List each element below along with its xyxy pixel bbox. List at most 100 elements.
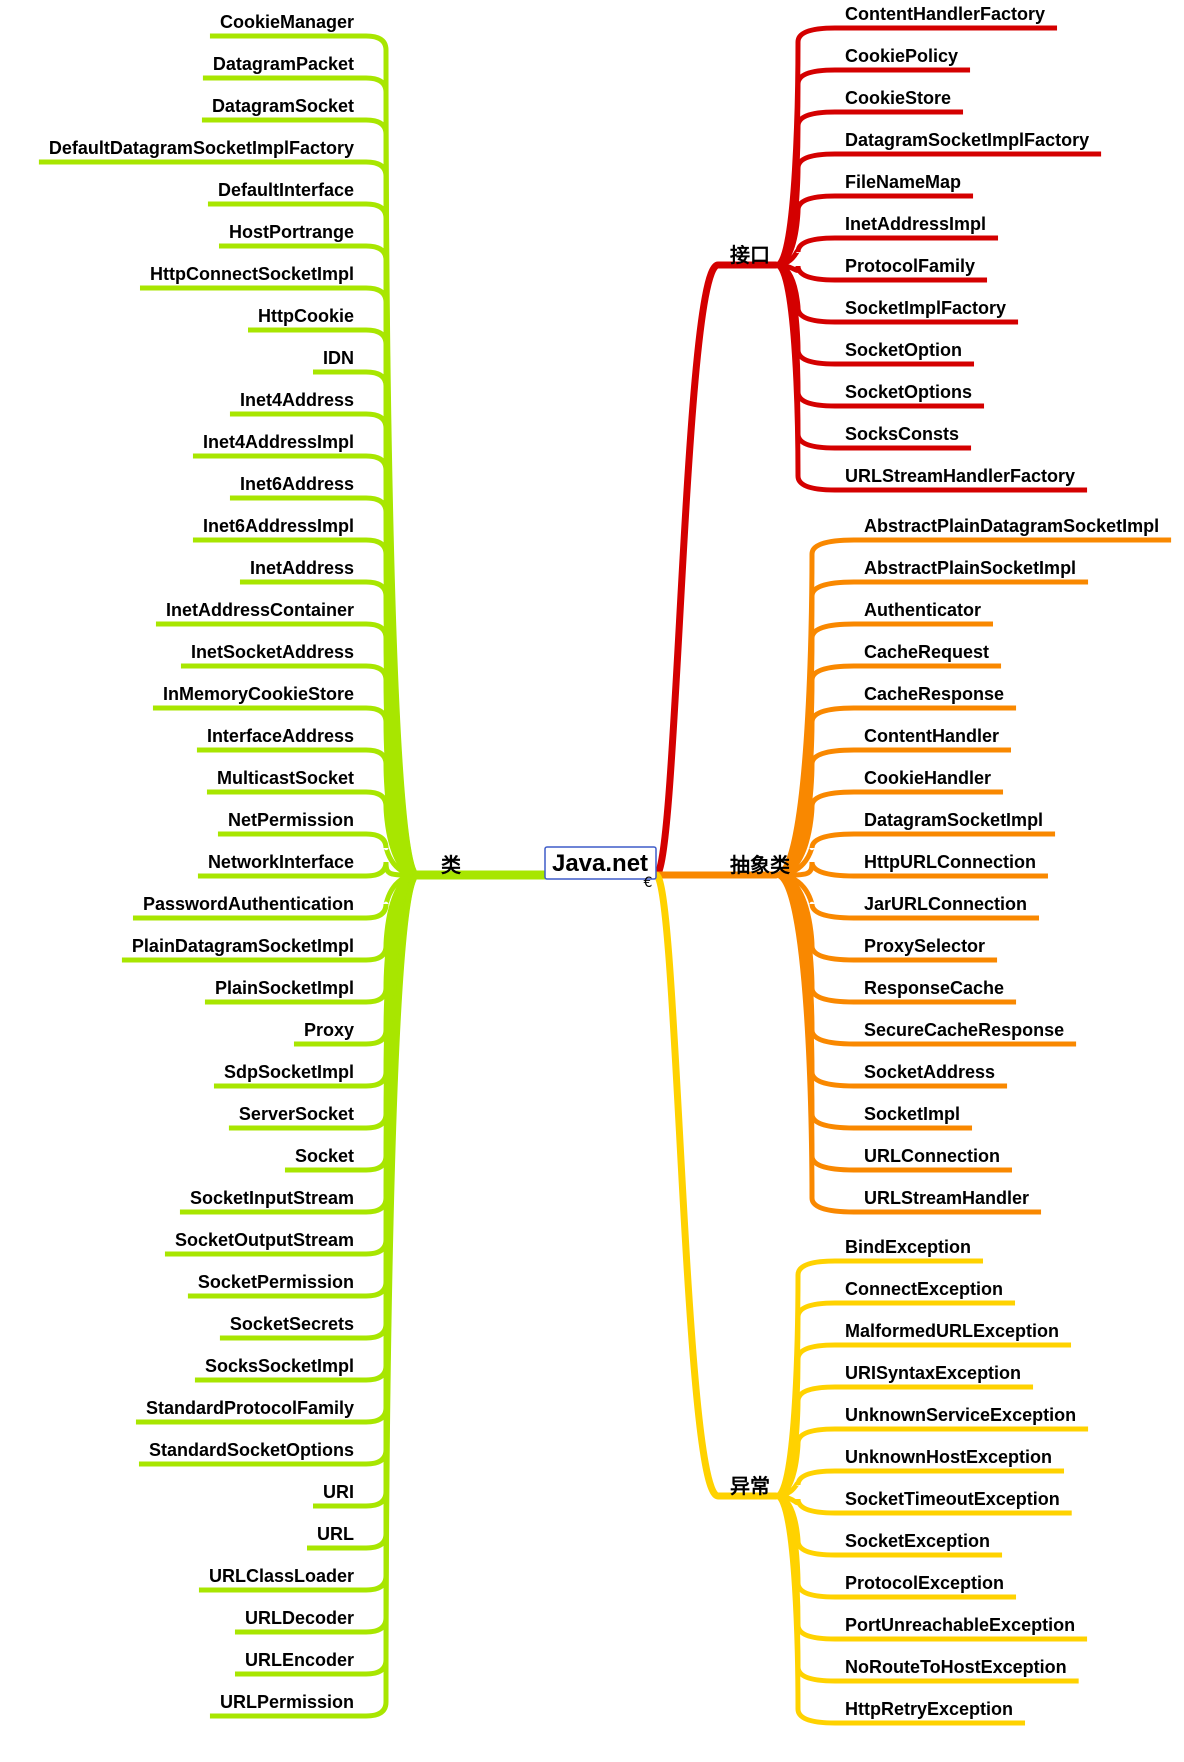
node-classes-item[interactable]: HostPortrange — [229, 222, 354, 242]
node-interfaces-item[interactable]: SocketImplFactory — [845, 298, 1006, 318]
node-abstract-classes-item[interactable]: JarURLConnection — [864, 894, 1027, 914]
node-interfaces-item[interactable]: InetAddressImpl — [845, 214, 986, 234]
node-abstract-classes-item[interactable]: SocketImpl — [864, 1104, 960, 1124]
edge-classes — [363, 872, 421, 921]
node-exceptions-item[interactable]: URISyntaxException — [845, 1363, 1021, 1383]
node-classes-item[interactable]: URLEncoder — [245, 1650, 354, 1670]
node-abstract-classes-item[interactable]: AbstractPlainSocketImpl — [864, 558, 1076, 578]
edge-classes — [363, 872, 421, 1719]
mindmap-labels: 接口ContentHandlerFactoryCookiePolicyCooki… — [49, 4, 1159, 1719]
node-classes-item[interactable]: DatagramPacket — [213, 54, 354, 74]
edge-abstract-classes — [773, 872, 857, 921]
edge-interfaces — [773, 151, 838, 268]
edge-interfaces — [773, 262, 838, 451]
node-abstract-classes-item[interactable]: HttpURLConnection — [864, 852, 1036, 872]
node-classes-item[interactable]: SdpSocketImpl — [224, 1062, 354, 1082]
edge-interfaces — [773, 25, 838, 268]
node-classes-item[interactable]: InetAddressContainer — [166, 600, 354, 620]
edge-interfaces — [773, 262, 838, 493]
node-classes-item[interactable]: Proxy — [304, 1020, 354, 1040]
node-exceptions-item[interactable]: BindException — [845, 1237, 971, 1257]
node-abstract-classes-item[interactable]: URLConnection — [864, 1146, 1000, 1166]
node-classes-item[interactable]: PlainSocketImpl — [215, 978, 354, 998]
node-abstract-classes-item[interactable]: ContentHandler — [864, 726, 999, 746]
branch-label-abstract-classes[interactable]: 抽象类 — [730, 853, 790, 877]
node-classes-item[interactable]: SocketOutputStream — [175, 1230, 354, 1250]
root-node[interactable]: Java.net € — [544, 846, 657, 891]
node-interfaces-item[interactable]: SocketOption — [845, 340, 962, 360]
node-classes-item[interactable]: Inet6Address — [240, 474, 354, 494]
node-abstract-classes-item[interactable]: SocketAddress — [864, 1062, 995, 1082]
node-interfaces-item[interactable]: CookiePolicy — [845, 46, 958, 66]
node-exceptions-item[interactable]: SocketException — [845, 1531, 990, 1551]
node-classes-item[interactable]: Inet4Address — [240, 390, 354, 410]
node-classes-item[interactable]: InetAddress — [250, 558, 354, 578]
node-exceptions-item[interactable]: SocketTimeoutException — [845, 1489, 1060, 1509]
node-interfaces-item[interactable]: CookieStore — [845, 88, 951, 108]
node-classes-item[interactable]: URLClassLoader — [209, 1566, 354, 1586]
node-classes-item[interactable]: Inet6AddressImpl — [203, 516, 354, 536]
edge-abstract-classes — [773, 747, 857, 878]
root-node-marker: € — [644, 875, 653, 891]
node-classes-item[interactable]: DatagramSocket — [212, 96, 354, 116]
node-classes-item[interactable]: PlainDatagramSocketImpl — [132, 936, 354, 956]
node-classes-item[interactable]: SocketSecrets — [230, 1314, 354, 1334]
node-classes-item[interactable]: NetworkInterface — [208, 852, 354, 872]
node-interfaces-item[interactable]: URLStreamHandlerFactory — [845, 466, 1075, 486]
node-classes-item[interactable]: StandardSocketOptions — [149, 1440, 354, 1460]
node-classes-item[interactable]: SocksSocketImpl — [205, 1356, 354, 1376]
branch-label-exceptions[interactable]: 异常 — [730, 1475, 770, 1498]
branch-label-interfaces[interactable]: 接口 — [730, 244, 770, 267]
edge-abstract-classes — [773, 872, 857, 1215]
node-classes-item[interactable]: CookieManager — [220, 12, 354, 32]
node-abstract-classes-item[interactable]: AbstractPlainDatagramSocketImpl — [864, 516, 1159, 536]
node-classes-item[interactable]: NetPermission — [228, 810, 354, 830]
node-interfaces-item[interactable]: SocketOptions — [845, 382, 972, 402]
node-abstract-classes-item[interactable]: Authenticator — [864, 600, 981, 620]
node-exceptions-item[interactable]: HttpRetryException — [845, 1699, 1013, 1719]
node-abstract-classes-item[interactable]: CacheRequest — [864, 642, 989, 662]
node-classes-item[interactable]: PasswordAuthentication — [143, 894, 354, 914]
node-classes-item[interactable]: HttpCookie — [258, 306, 354, 326]
node-interfaces-item[interactable]: DatagramSocketImplFactory — [845, 130, 1089, 150]
node-classes-item[interactable]: URLPermission — [220, 1692, 354, 1712]
node-classes-item[interactable]: DefaultInterface — [218, 180, 354, 200]
node-classes-item[interactable]: InMemoryCookieStore — [163, 684, 354, 704]
node-classes-item[interactable]: Socket — [295, 1146, 354, 1166]
node-interfaces-item[interactable]: FileNameMap — [845, 172, 961, 192]
node-classes-item[interactable]: DefaultDatagramSocketImplFactory — [49, 138, 354, 158]
node-abstract-classes-item[interactable]: ResponseCache — [864, 978, 1004, 998]
node-interfaces-item[interactable]: SocksConsts — [845, 424, 959, 444]
node-classes-item[interactable]: SocketInputStream — [190, 1188, 354, 1208]
node-classes-item[interactable]: HttpConnectSocketImpl — [150, 264, 354, 284]
node-exceptions-item[interactable]: MalformedURLException — [845, 1321, 1059, 1341]
node-exceptions-item[interactable]: ConnectException — [845, 1279, 1003, 1299]
node-classes-item[interactable]: InterfaceAddress — [207, 726, 354, 746]
node-abstract-classes-item[interactable]: CookieHandler — [864, 768, 991, 788]
node-classes-item[interactable]: URLDecoder — [245, 1608, 354, 1628]
node-exceptions-item[interactable]: UnknownServiceException — [845, 1405, 1076, 1425]
node-classes-item[interactable]: StandardProtocolFamily — [146, 1398, 354, 1418]
edge-interfaces — [773, 262, 838, 283]
node-abstract-classes-item[interactable]: CacheResponse — [864, 684, 1004, 704]
node-abstract-classes-item[interactable]: ProxySelector — [864, 936, 985, 956]
node-exceptions-item[interactable]: UnknownHostException — [845, 1447, 1052, 1467]
node-abstract-classes-item[interactable]: DatagramSocketImpl — [864, 810, 1043, 830]
node-classes-item[interactable]: URL — [317, 1524, 354, 1544]
node-classes-item[interactable]: SocketPermission — [198, 1272, 354, 1292]
node-abstract-classes-item[interactable]: SecureCacheResponse — [864, 1020, 1064, 1040]
node-exceptions-item[interactable]: PortUnreachableException — [845, 1615, 1075, 1635]
node-interfaces-item[interactable]: ProtocolFamily — [845, 256, 975, 276]
node-classes-item[interactable]: InetSocketAddress — [191, 642, 354, 662]
branch-label-classes[interactable]: 类 — [441, 854, 461, 877]
node-exceptions-item[interactable]: NoRouteToHostException — [845, 1657, 1067, 1677]
node-classes-item[interactable]: IDN — [323, 348, 354, 368]
node-abstract-classes-item[interactable]: URLStreamHandler — [864, 1188, 1029, 1208]
node-classes-item[interactable]: Inet4AddressImpl — [203, 432, 354, 452]
node-exceptions-item[interactable]: ProtocolException — [845, 1573, 1004, 1593]
node-classes-item[interactable]: MulticastSocket — [217, 768, 354, 788]
node-classes-item[interactable]: URI — [323, 1482, 354, 1502]
node-interfaces-item[interactable]: ContentHandlerFactory — [845, 4, 1045, 24]
branch-connector-interfaces — [652, 261, 780, 879]
node-classes-item[interactable]: ServerSocket — [239, 1104, 354, 1124]
